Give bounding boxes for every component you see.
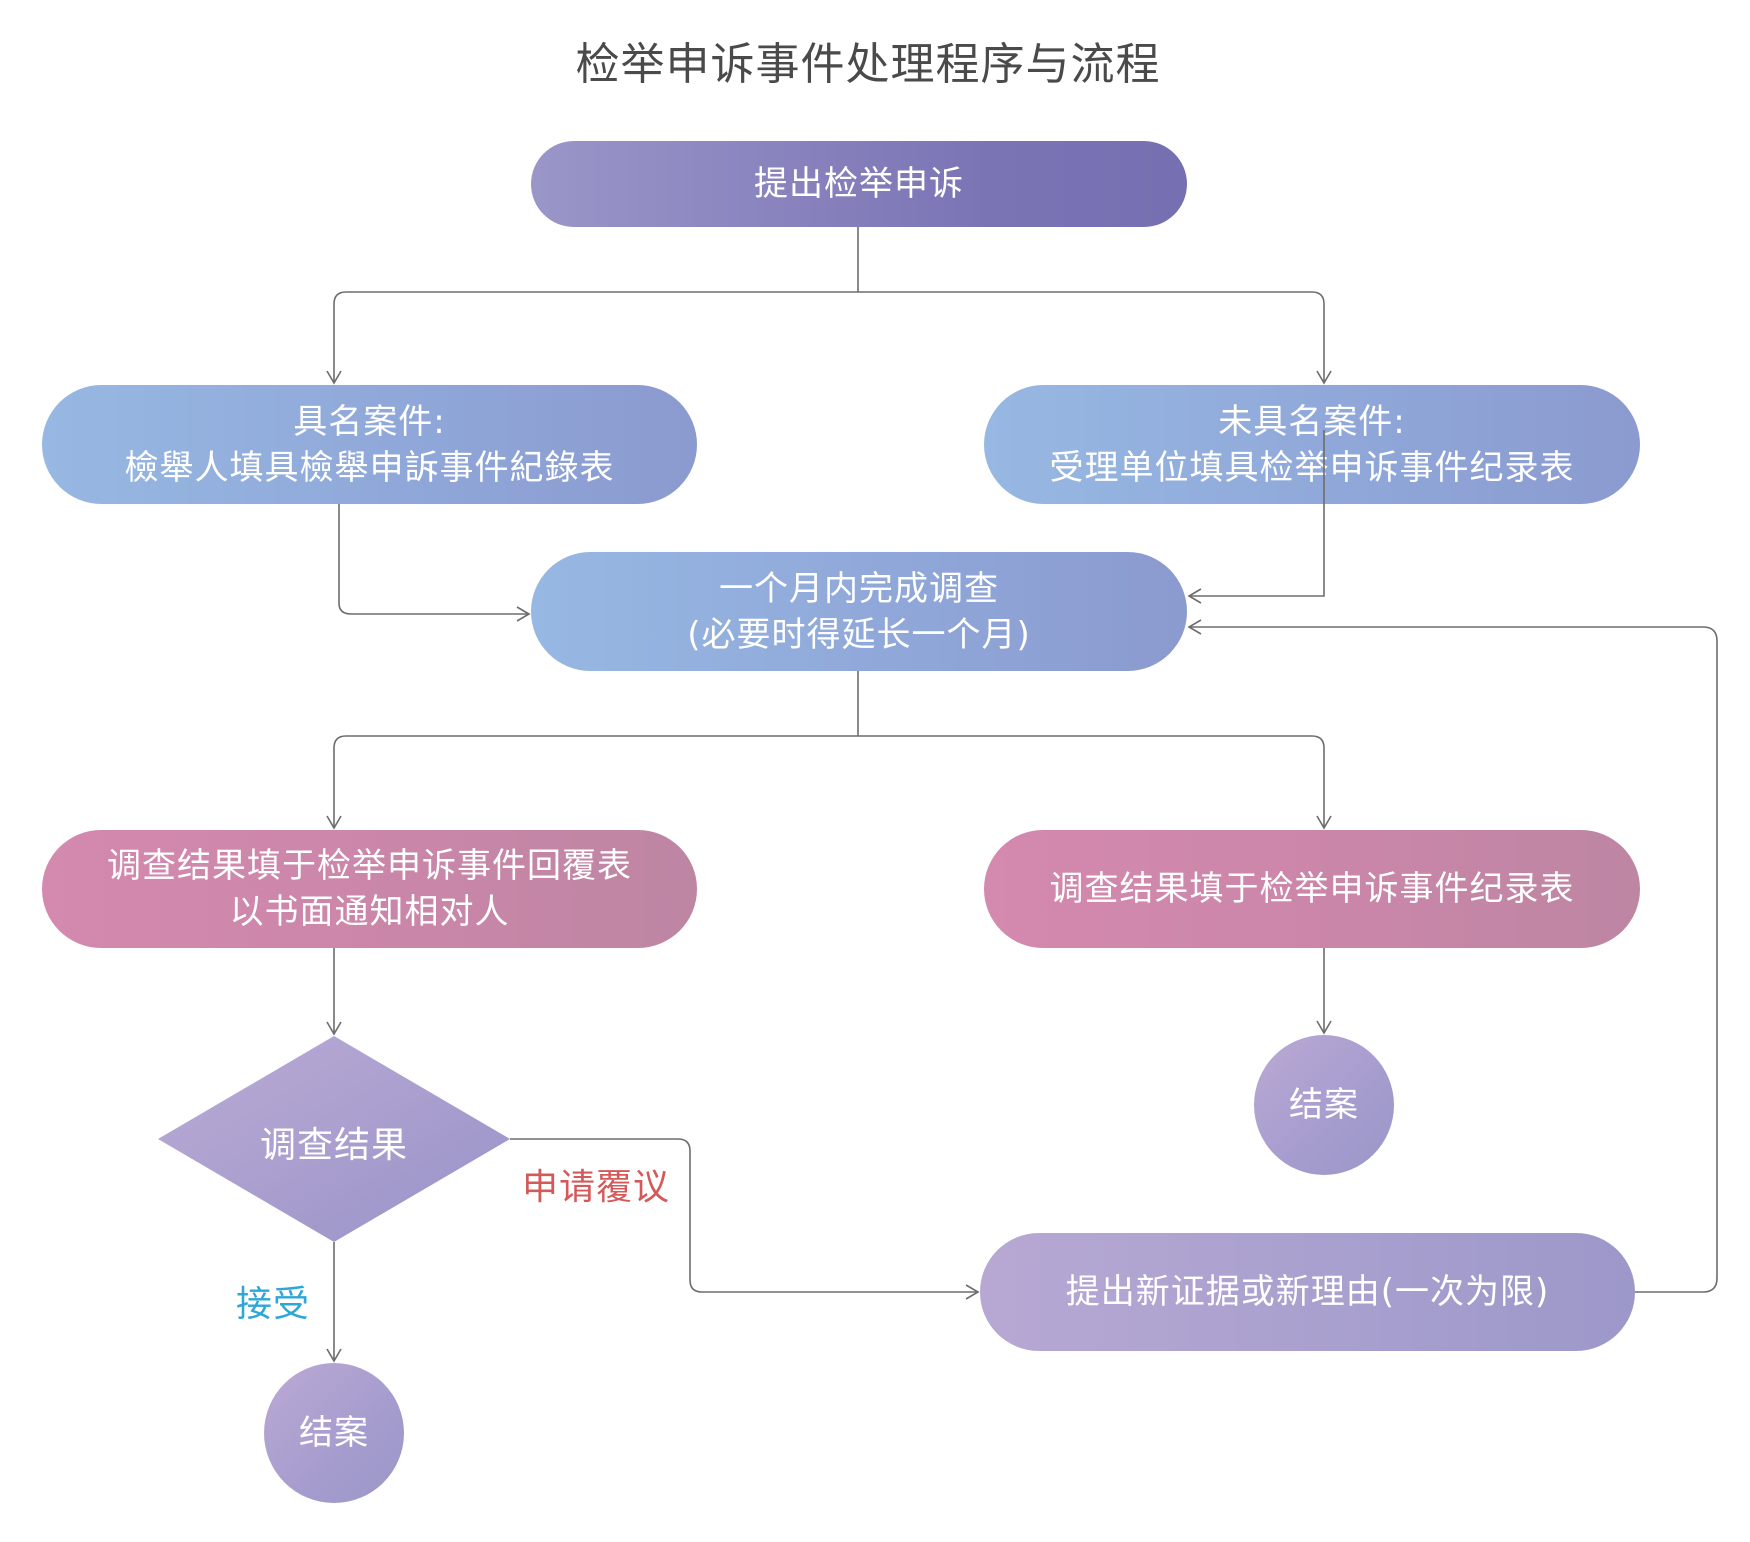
connector-to-result-reply: [326, 735, 858, 830]
connector-anonymous-to-investigate: [1187, 472, 1325, 604]
edge-label-accept: 接受: [236, 1284, 311, 1325]
node-anonymous-case: 未具名案件: 受理单位填具检举申诉事件纪录表: [984, 385, 1640, 504]
edge-label-appeal: 申请覆议: [522, 1167, 671, 1208]
node-result-record: 调查结果填于检举申诉事件纪录表: [984, 830, 1640, 948]
node-new-evidence-text: 提出新证据或新理由(一次为限): [1065, 1272, 1550, 1312]
node-named-case: 具名案件: 檢舉人填具檢舉申訴事件紀錄表: [42, 385, 697, 504]
node-investigate-note: (必要时得延长一个月): [687, 614, 1031, 655]
node-result-record-text: 调查结果填于检举申诉事件纪录表: [1049, 869, 1575, 909]
node-named-case-text: 檢舉人填具檢舉申訴事件紀錄表: [124, 447, 615, 488]
node-start-text: 提出检举申诉: [754, 164, 964, 204]
node-close-left-text: 结案: [299, 1413, 369, 1453]
node-anonymous-case-text: 受理单位填具检举申诉事件纪录表: [1049, 447, 1575, 488]
node-close-right: 结案: [1254, 1035, 1394, 1175]
decision-text: 调查结果: [259, 1125, 408, 1166]
node-close-right-text: 结案: [1289, 1085, 1359, 1125]
node-investigate-title: 一个月内完成调查: [719, 568, 999, 609]
connector-to-result-record: [858, 735, 1332, 830]
node-close-left: 结案: [264, 1363, 404, 1503]
node-investigate: 一个月内完成调查 (必要时得延长一个月): [531, 552, 1187, 671]
connector-loop-back: [1187, 619, 1718, 1293]
node-anonymous-case-title: 未具名案件:: [1218, 401, 1406, 442]
node-result-reply-line1: 调查结果填于检举申诉事件回覆表: [107, 846, 632, 886]
connector-decision-appeal: [510, 1138, 980, 1300]
page-title: 检举申诉事件处理程序与流程: [575, 39, 1161, 90]
connector-to-named: [326, 291, 858, 385]
decision-shape: [158, 1036, 510, 1242]
connector-named-to-investigate: [338, 504, 531, 622]
node-named-case-title: 具名案件:: [293, 401, 446, 442]
node-result-reply: 调查结果填于检举申诉事件回覆表 以书面通知相对人: [42, 830, 697, 948]
node-start: 提出检举申诉: [531, 141, 1187, 227]
connector-to-anonymous: [858, 291, 1332, 385]
node-new-evidence: 提出新证据或新理由(一次为限): [980, 1233, 1635, 1351]
node-result-reply-line2: 以书面通知相对人: [229, 892, 510, 932]
